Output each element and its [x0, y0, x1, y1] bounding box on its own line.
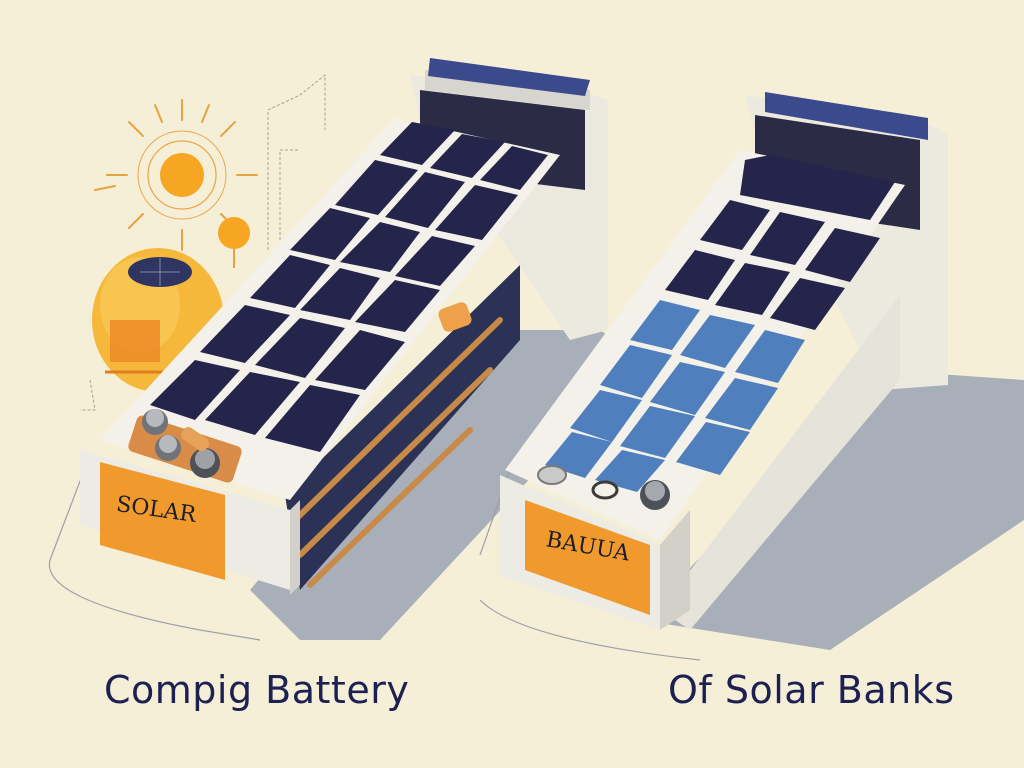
battery-terminal-icon [128, 409, 242, 483]
left-label-plate [100, 462, 225, 580]
left-solar-battery [80, 58, 608, 595]
right-unit-shadow [640, 370, 1024, 650]
caption-left: Compig Battery [104, 668, 410, 712]
sun-icon [94, 99, 258, 268]
left-solar-panel [150, 122, 548, 452]
right-solar-panel-blue [545, 300, 805, 492]
sketch-lines [80, 73, 326, 411]
caption-right: Of Solar Banks [668, 668, 955, 712]
battery-terminal-icon [537, 465, 670, 510]
right-label-plate [525, 500, 650, 615]
right-solar-panel-dark [665, 155, 895, 330]
right-solar-battery [500, 92, 948, 630]
left-unit-shadow [250, 330, 640, 640]
